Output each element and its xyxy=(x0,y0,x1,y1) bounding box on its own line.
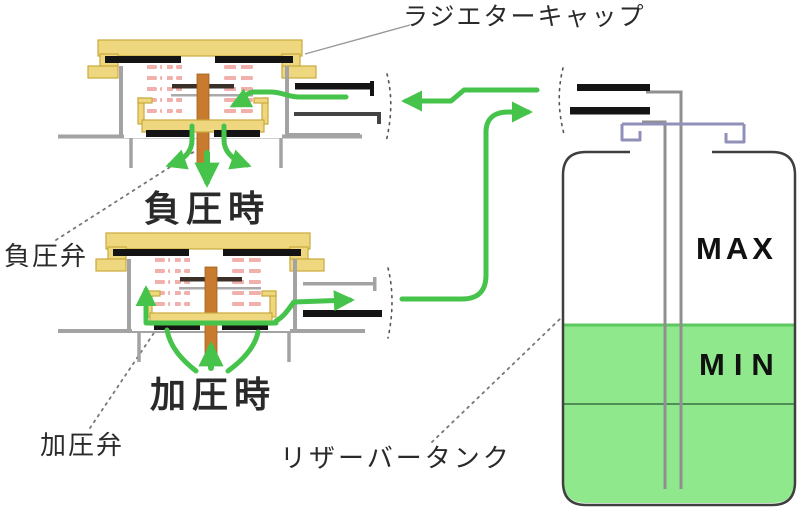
leader-lines xyxy=(55,24,562,443)
flow-arrows-negative xyxy=(165,87,540,188)
reserve-tank-label: リザーバータンク xyxy=(280,443,512,473)
tank-fluid xyxy=(564,325,794,503)
tank-neck-lug-left xyxy=(620,124,642,142)
pressurized-caption: 加圧時 xyxy=(150,374,277,415)
overflow-pipe-top xyxy=(288,73,392,143)
flow-arrow-down-left xyxy=(165,123,195,170)
dip-tube-right-wall xyxy=(646,90,683,489)
min-label: MIN xyxy=(699,347,783,382)
tank-outline xyxy=(561,150,797,507)
overflow-pipe-bottom xyxy=(303,267,393,339)
negative-valve-leader-line xyxy=(55,145,204,241)
flow-arrow-to-tank xyxy=(399,101,533,302)
dip-tube-left-wall xyxy=(642,120,667,489)
pipe-break-mark xyxy=(387,267,393,339)
flow-curl-left xyxy=(164,327,199,374)
pipe-break-mark xyxy=(558,67,565,135)
negative-pressure-caption: 負圧時 xyxy=(144,188,271,229)
tank-pipes xyxy=(570,84,650,115)
flow-arrow-into-cap xyxy=(229,88,349,108)
radiator-cap-label: ラジエターキャップ xyxy=(403,3,646,31)
radiator-cap-leader-line xyxy=(304,24,411,55)
max-label: MAX xyxy=(696,231,777,266)
pressure-valve-label: 加圧弁 xyxy=(40,430,125,460)
flow-curl-right xyxy=(225,329,261,374)
flow-arrow-out-right xyxy=(273,290,355,324)
pipe-break-mark xyxy=(385,73,392,143)
cap-figure-negative-pressure xyxy=(58,39,540,188)
negative-valve-label: 負圧弁 xyxy=(4,241,89,271)
pressure-valve-leader-line xyxy=(89,311,169,429)
flow-arrows-pressurized xyxy=(135,101,533,374)
flow-arrow-down-right xyxy=(221,123,252,170)
flow-arrow-tank-to-cap xyxy=(401,87,540,112)
cap-figure-pressurized xyxy=(58,101,533,374)
reserve-tank xyxy=(558,67,797,507)
tank-neck-lug-right xyxy=(724,124,746,144)
reserve-tank-leader-line xyxy=(431,317,562,443)
